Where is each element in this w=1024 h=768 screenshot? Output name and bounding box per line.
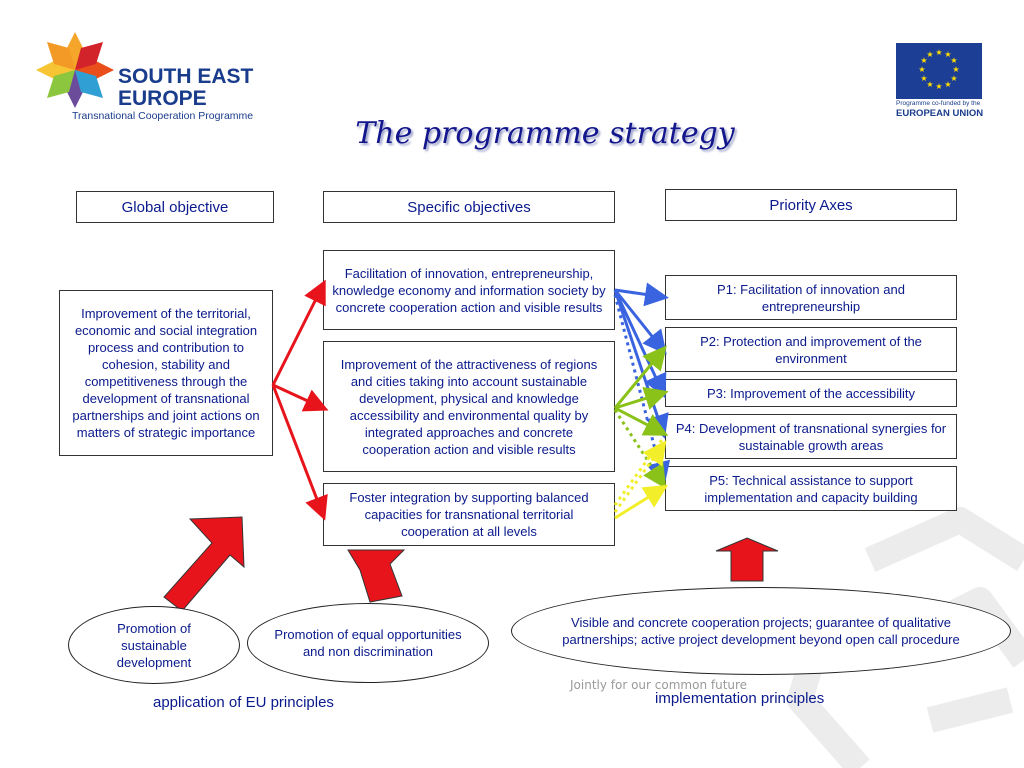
global-objective-box: Improvement of the territorial, economic… bbox=[59, 290, 273, 456]
logo-line1: SOUTH EAST bbox=[118, 65, 254, 88]
svg-text:★: ★ bbox=[926, 50, 933, 59]
svg-text:★: ★ bbox=[926, 80, 933, 89]
principle-implementation: Visible and concrete cooperation project… bbox=[511, 587, 1011, 675]
logo-subtitle: Transnational Cooperation Programme bbox=[72, 110, 254, 122]
arrow-global-to-so2 bbox=[272, 383, 329, 412]
svg-text:★: ★ bbox=[920, 74, 927, 83]
specific-objective-3: Foster integration by supporting balance… bbox=[323, 483, 615, 546]
arrow-so1-to-p3 bbox=[613, 289, 667, 399]
svg-text:★: ★ bbox=[920, 56, 927, 65]
block-arrow-implementation bbox=[715, 537, 779, 582]
principle-equal-opportunities: Promotion of equal opportunities and non… bbox=[247, 603, 489, 683]
eu-flag-icon: ★★★ ★★★ ★★★ ★★★ bbox=[896, 43, 982, 99]
svg-text:★: ★ bbox=[950, 56, 957, 65]
priority-axis-p2: P2: Protection and improvement of the en… bbox=[665, 327, 957, 372]
logo-line2: EUROPE bbox=[118, 87, 207, 110]
label-implementation-principles: implementation principles bbox=[655, 690, 825, 707]
arrow-so1-to-p5 bbox=[613, 294, 671, 486]
svg-text:★: ★ bbox=[935, 82, 942, 91]
label-eu-principles: application of EU principles bbox=[153, 694, 334, 711]
svg-text:★: ★ bbox=[952, 65, 959, 74]
page-title: The programme strategy bbox=[355, 116, 735, 151]
arrow-global-to-so1 bbox=[271, 279, 326, 386]
principle-sustainable-development: Promotion of sustainable development bbox=[68, 606, 240, 684]
eu-caption-small: Programme co-funded by the bbox=[896, 100, 981, 107]
svg-text:★: ★ bbox=[918, 65, 925, 74]
arrow-so2-to-p3 bbox=[614, 386, 669, 410]
header-global-objective: Global objective bbox=[76, 191, 274, 223]
block-arrow-equal bbox=[347, 549, 406, 603]
svg-text:★: ★ bbox=[935, 48, 942, 57]
arrow-so2-to-p5 bbox=[613, 409, 667, 490]
eu-caption-big: EUROPEAN UNION bbox=[896, 108, 984, 119]
arrow-so2-to-p4 bbox=[614, 406, 669, 436]
sep-logo-icon bbox=[36, 32, 114, 108]
specific-objective-1: Facilitation of innovation, entrepreneur… bbox=[323, 250, 615, 330]
header-specific-objectives: Specific objectives bbox=[323, 191, 615, 223]
priority-axis-p4: P4: Development of transnational synergi… bbox=[665, 414, 957, 459]
priority-axis-p5: P5: Technical assistance to support impl… bbox=[665, 466, 957, 511]
arrow-so2-to-p2 bbox=[613, 345, 667, 409]
specific-objective-2: Improvement of the attractiveness of reg… bbox=[323, 341, 615, 472]
tagline-jointly: Jointly for our common future bbox=[570, 678, 748, 692]
arrow-so3-to-p5 bbox=[614, 484, 669, 520]
arrow-global-to-so3 bbox=[271, 384, 328, 521]
block-arrow-sustainable bbox=[163, 516, 245, 612]
svg-text:★: ★ bbox=[944, 50, 951, 59]
priority-axis-p3: P3: Improvement of the accessibility bbox=[665, 379, 957, 407]
svg-text:★: ★ bbox=[944, 80, 951, 89]
arrow-so1-to-p1 bbox=[614, 282, 669, 307]
arrow-so1-to-p2 bbox=[613, 289, 667, 355]
svg-text:★: ★ bbox=[950, 74, 957, 83]
header-priority-axes: Priority Axes bbox=[665, 189, 957, 221]
